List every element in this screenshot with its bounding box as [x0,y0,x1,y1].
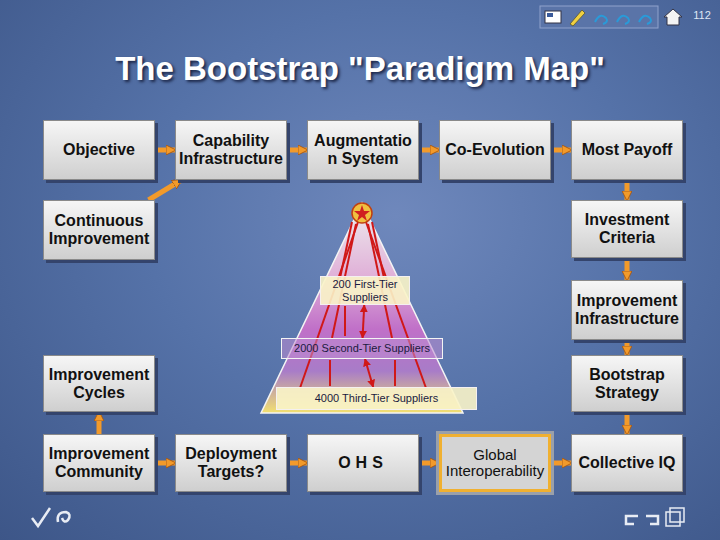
concept-box: Objective [43,120,155,180]
flow-arrow [287,148,307,153]
box-label: Investment Criteria [574,211,680,246]
flow-arrow [155,461,175,466]
box-label: OHS [338,454,388,472]
concept-box: Co-Evolution [439,120,551,180]
tier-box: 200 First-Tier Suppliers [320,276,410,305]
box-label: Objective [63,141,135,159]
flow-arrow [625,258,630,280]
highlight-box: Global Interoperability [439,434,551,492]
flow-arrow [625,180,630,200]
box-label: 2000 Second-Tier Suppliers [294,342,430,354]
concept-box: Collective IQ [571,434,683,492]
supplier-flow-arrow [365,359,373,387]
red-flow-lines [300,222,426,388]
concept-box: Improvement Cycles [43,355,155,412]
flow-arrow [625,340,630,355]
box-label: Most Payoff [582,141,673,159]
concept-box: Improvement Infrastructure [571,280,683,340]
flow-arrow [551,148,571,153]
apex-star [352,203,372,223]
tier-box: 2000 Second-Tier Suppliers [281,338,443,359]
box-label: Global Interoperability [444,447,546,480]
page-number: 112 [688,9,716,21]
flow-arrow [625,412,630,434]
concept-box: Continuous Improvement [43,200,155,260]
flow-arrow [551,461,571,466]
box-label: Improvement Cycles [46,366,152,401]
concept-box: Most Payoff [571,120,683,180]
box-label: Improvement Infrastructure [574,292,680,327]
flow-arrow [419,461,439,466]
concept-box: Investment Criteria [571,200,683,258]
concept-box: OHS [307,434,419,492]
concept-box: Improvement Community [43,434,155,492]
flow-arrow [149,180,182,200]
concept-box: Bootstrap Strategy [571,355,683,412]
flow-arrow [97,412,102,434]
flow-arrow [419,148,439,153]
box-label: Co-Evolution [445,141,545,159]
box-label: Deployment Targets? [178,445,284,480]
concept-box: Deployment Targets? [175,434,287,492]
box-label: Bootstrap Strategy [574,366,680,401]
flow-arrow [287,461,307,466]
nav-icons [32,508,684,526]
box-label: 4000 Third-Tier Suppliers [315,392,439,404]
box-label: Collective IQ [579,454,676,472]
box-label: Capability Infrastructure [178,132,284,167]
tier-box: 4000 Third-Tier Suppliers [276,387,477,410]
toolbar [540,6,682,28]
slide-title: The Bootstrap "Paradigm Map" [0,50,720,88]
supplier-flow-arrow [363,305,365,338]
box-label: Augmentation System [310,132,416,167]
concept-box: Augmentation System [307,120,419,180]
flow-arrow [155,148,175,153]
supplier-pyramid [261,203,463,413]
box-label: Continuous Improvement [46,212,152,247]
box-label: Improvement Community [46,445,152,480]
concept-box: Capability Infrastructure [175,120,287,180]
box-label: 200 First-Tier Suppliers [323,278,407,302]
